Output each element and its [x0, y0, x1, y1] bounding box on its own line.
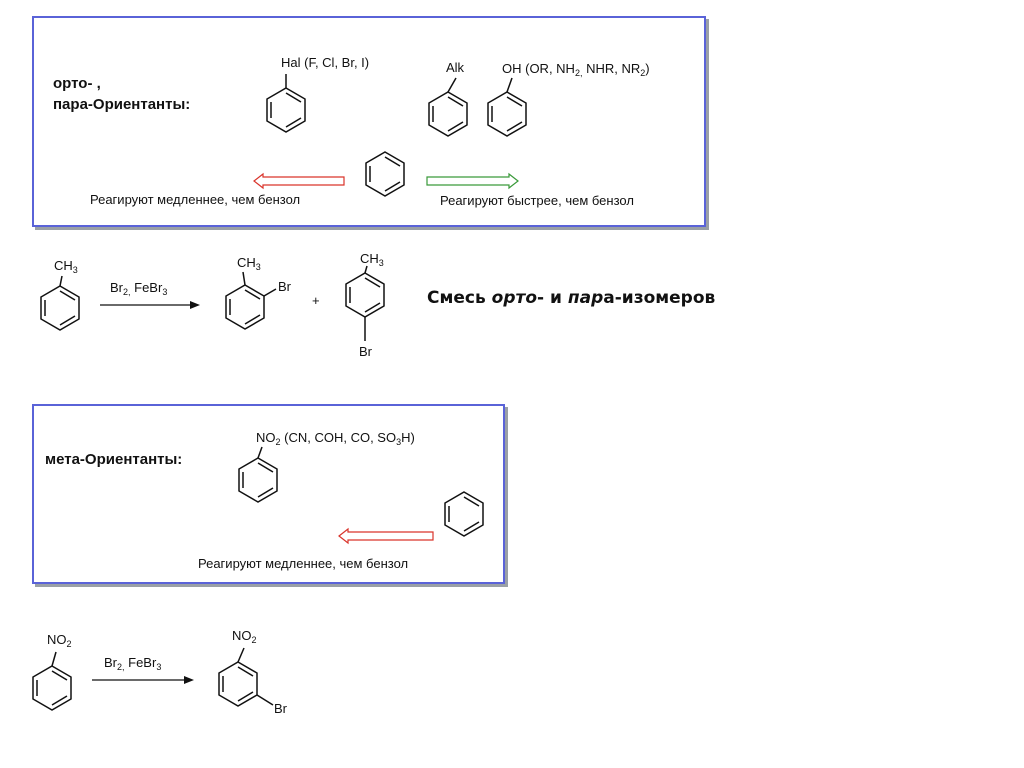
slower-arrow-top [253, 172, 345, 190]
nitrobenzene-meta-ring [238, 446, 278, 503]
faster-arrow [426, 172, 519, 190]
product-br-label: Br [274, 701, 287, 716]
reaction1-reagents: Br2, FeBr3 [110, 280, 168, 297]
product-no2-label: NO2 [232, 628, 257, 645]
ortho-para-box [32, 16, 706, 227]
reference-benzene-meta [444, 491, 484, 537]
oh-benzene-ring [487, 77, 527, 137]
no2-meta-label: NO2 (CN, COH, CO, SO3H) [256, 430, 415, 447]
slower-text-meta: Реагируют медленнее, чем бензол [198, 556, 409, 571]
ortho-product-ch3-label: CH3 [237, 255, 261, 272]
meta-title: мета-Ориентанты: [45, 451, 183, 468]
meta-box [32, 404, 505, 584]
reaction-arrow-1 [100, 301, 200, 309]
plus-sign: + [312, 293, 320, 308]
nitrobenzene-no2-label: NO2 [47, 632, 72, 649]
nitrobenzene-ring [32, 651, 72, 711]
ortho-bromotoluene-ring [225, 271, 277, 330]
hal-label: Hal (F, Cl, Br, I) [281, 55, 370, 70]
para-product-br-label: Br [359, 344, 372, 359]
ortho-para-title-line2: пара-Ориентанты: [53, 96, 191, 113]
reaction2-reagents: Br2, FeBr3 [104, 655, 162, 672]
ortho-para-title-line1: орто- , [53, 75, 101, 92]
reference-benzene-top [365, 151, 405, 197]
para-bromotoluene-ring [345, 265, 385, 341]
isomer-mixture-caption: Смесь орто- и пара-изомеров [427, 288, 716, 308]
oh-label: OH (OR, NH2, NHR, NR2) [502, 61, 650, 78]
hal-benzene-ring [266, 74, 306, 133]
alk-benzene-ring [428, 77, 468, 137]
faster-text: Реагируют быстрее, чем бензол [440, 193, 634, 208]
toluene-ring [40, 275, 80, 331]
slower-text-top: Реагируют медленнее, чем бензол [90, 192, 301, 207]
ortho-product-br-label: Br [278, 279, 291, 294]
slower-arrow-meta [338, 527, 434, 545]
alk-label: Alk [446, 60, 465, 75]
reaction-arrow-2 [92, 676, 194, 684]
meta-bromonitrobenzene-ring [218, 647, 274, 707]
toluene-ch3-label: CH3 [54, 258, 78, 275]
para-product-ch3-label: CH3 [360, 251, 384, 268]
